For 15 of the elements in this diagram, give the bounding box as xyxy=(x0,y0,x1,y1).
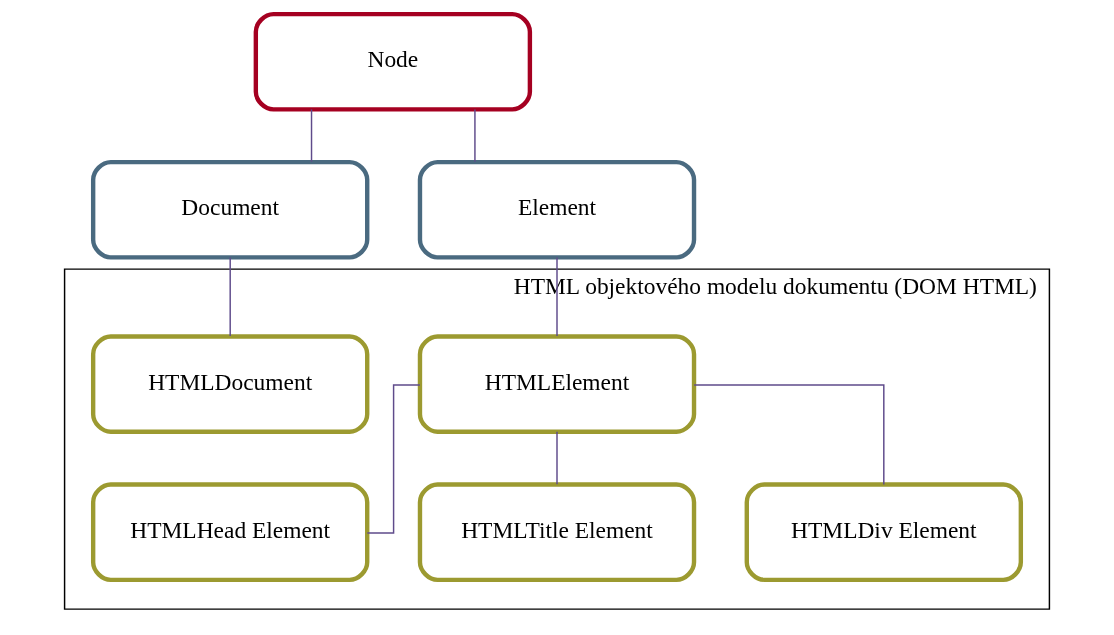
connector xyxy=(229,256,231,337)
node-box: HTMLElement xyxy=(417,334,697,434)
connector xyxy=(366,384,421,534)
node-box: HTMLTitle Element xyxy=(417,482,697,583)
connector xyxy=(693,384,885,486)
node-box: HTMLDocument xyxy=(90,334,370,434)
node-box: HTMLHead Element xyxy=(90,482,370,583)
node-box: HTMLDiv Element xyxy=(744,482,1024,583)
connector xyxy=(556,256,558,337)
connector xyxy=(474,108,476,163)
node-box: Node xyxy=(253,11,533,112)
connector xyxy=(310,108,313,163)
node-box: Element xyxy=(417,159,697,260)
connector xyxy=(556,431,558,485)
node-box: Document xyxy=(90,159,370,260)
